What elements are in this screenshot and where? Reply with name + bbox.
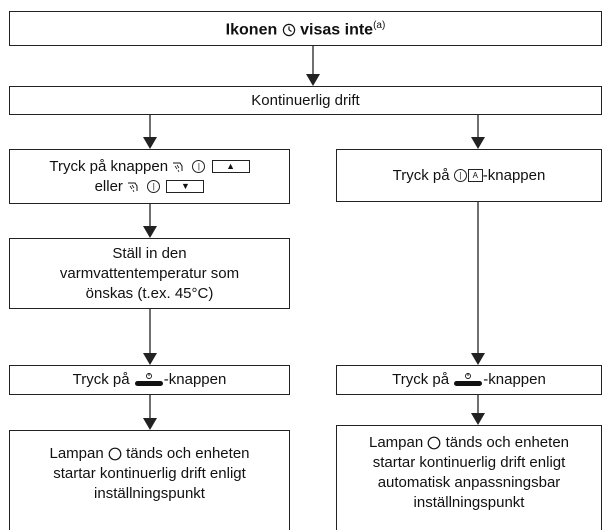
header-condition-box: Ikonen visas inte(a) [9,11,602,46]
left-result-lamp-word: Lampan [49,445,104,462]
header-title: Ikonen [225,21,278,39]
tap-icon [128,182,138,193]
continuous-operation-box: Kontinuerlig drift [9,86,602,115]
left-step2-line3: önskas (t.ex. 45°C) [85,284,214,302]
left-step3-prefix: Tryck på [72,371,130,388]
clock-icon [282,24,295,37]
up-arrow-button: ▲ [211,160,250,174]
thermometer-icon: | [453,169,467,183]
right-step1-prefix: Tryck på [392,166,450,184]
continuous-label: Kontinuerlig drift [251,91,360,109]
left-step3-box: Tryck på -knappen [9,365,290,395]
left-step2-box: Ställ in den varmvattentemperatur som ön… [9,238,290,309]
right-result-line4: inställningspunkt [413,494,525,511]
right-step2-box: Tryck på -knappen [336,365,602,395]
left-result-line3: inställningspunkt [94,485,205,502]
left-step2-line1: Ställ in den [112,244,187,262]
on-off-button [134,373,163,387]
left-step1-line2: eller [94,177,123,195]
right-step2-prefix: Tryck på [392,371,450,388]
lamp-icon [108,447,122,461]
left-step2-line2: varmvattentemperatur som [59,264,240,282]
left-result-line2: startar kontinuerlig drift enligt [53,465,246,482]
thermometer-icon: | [192,160,206,174]
header-title-suffix: visas inte [300,21,374,39]
lamp-icon [427,436,441,450]
tap-icon [173,162,183,173]
right-step1-box: Tryck på |A-knappen [336,149,602,202]
right-step2-suffix: -knappen [483,371,546,388]
left-result-box: Lampan tänds och enheten startar kontinu… [9,430,290,530]
thermometer-icon: | [147,180,161,194]
right-result-line1-rest: tänds och enheten [445,434,569,451]
left-result-line1-rest: tänds och enheten [126,445,250,462]
auto-button: A [467,169,483,183]
on-off-button [454,373,483,387]
left-step1-box: Tryck på knappen | ▲ eller | ▼ [9,149,290,204]
footnote-marker: (a) [373,20,386,32]
left-step1-line1: Tryck på knappen [49,157,169,175]
down-arrow-button: ▼ [166,180,205,194]
right-step1-suffix: -knappen [482,166,546,184]
right-result-line2: startar kontinuerlig drift enligt [372,454,566,471]
right-result-line3: automatisk anpassningsbar [377,474,561,491]
right-result-box: Lampan tänds och enheten startar kontinu… [336,425,602,530]
left-step3-suffix: -knappen [163,371,227,388]
right-result-lamp-word: Lampan [369,434,424,451]
